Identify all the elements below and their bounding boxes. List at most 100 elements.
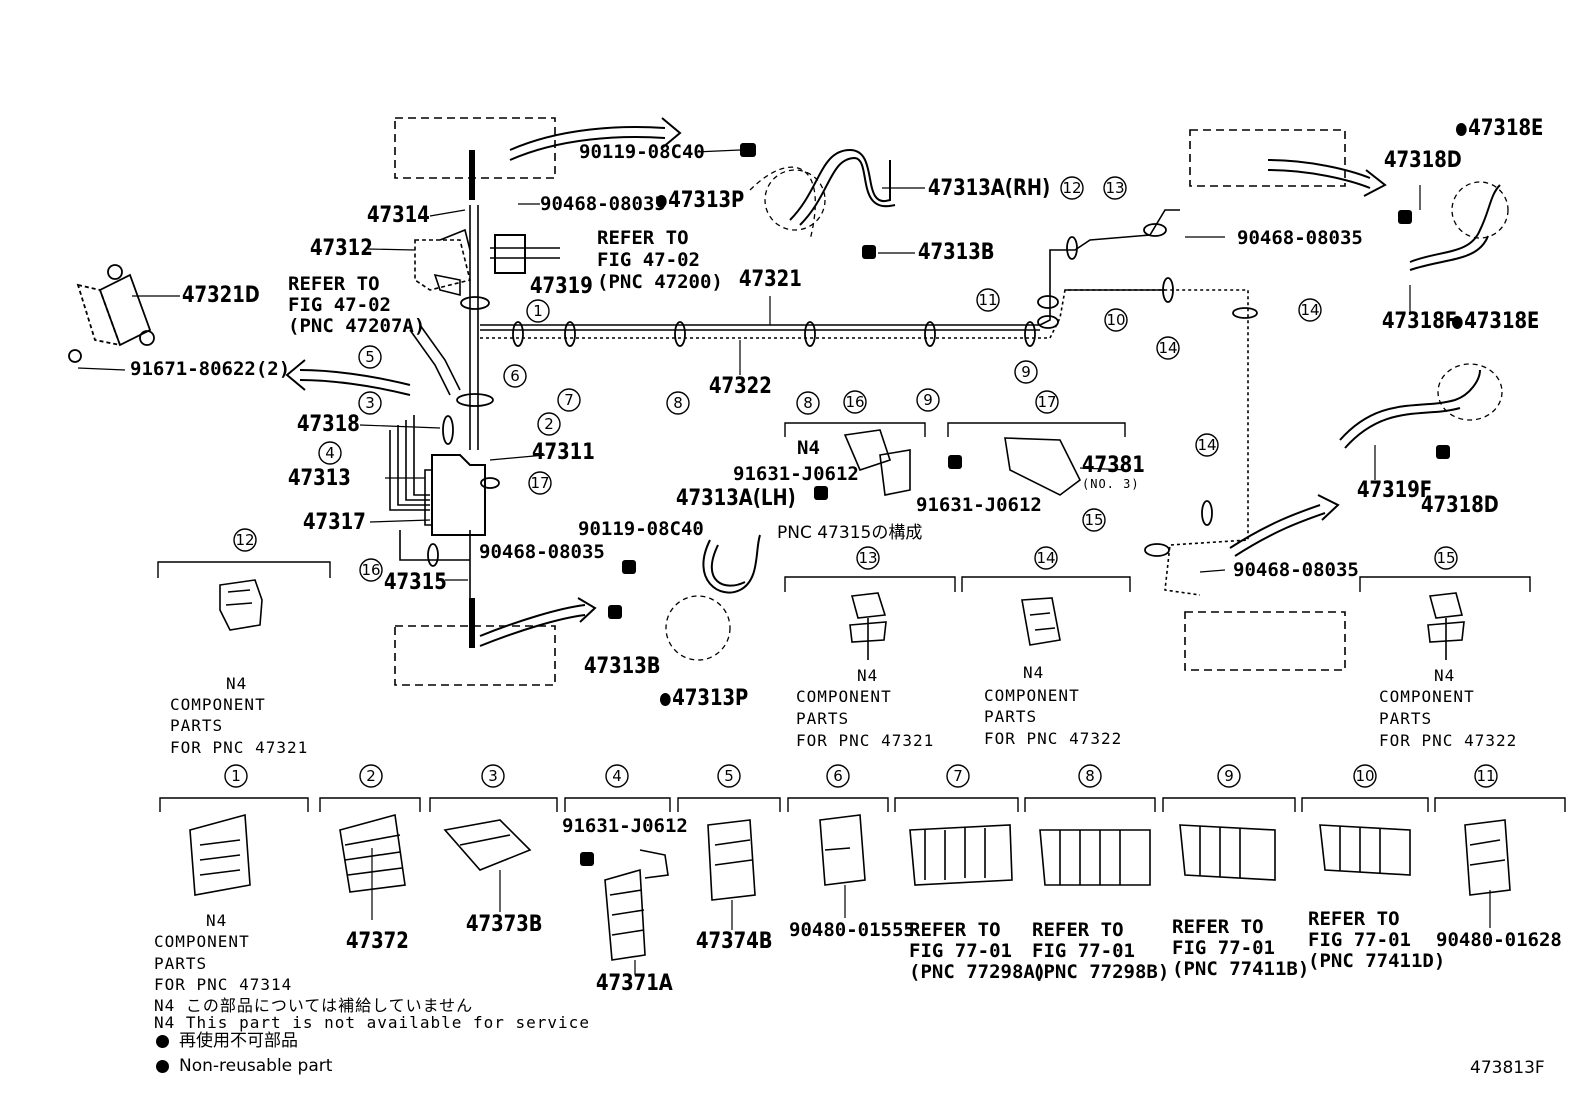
label-91671: 91671-80622(2) <box>130 358 291 380</box>
bottom-91631: 91631-J0612 <box>562 815 688 837</box>
callout-1-head: 1 <box>231 767 241 785</box>
wheel-box-top-left <box>394 117 682 200</box>
bottom-90480-01628: 90480-01628 <box>1436 929 1562 951</box>
legend-nonreuse-jp-text: 再使用不可部品 <box>179 1031 298 1051</box>
comp-15-line2: PARTS <box>1379 709 1433 728</box>
callout-12-head: 12 <box>235 531 254 549</box>
bottom-90480-01555: 90480-01555 <box>789 919 915 941</box>
comp-15-line1: COMPONENT <box>1379 687 1475 706</box>
label-47314: 47314 <box>367 203 430 228</box>
n4-14: N4 <box>1023 663 1045 682</box>
legend-n4-en: N4 This part is not available for servic… <box>154 1013 590 1032</box>
callout-4-head: 4 <box>612 767 622 785</box>
callout-7: 7 <box>564 391 574 409</box>
label-47318E-a: 47318E <box>1456 118 1543 140</box>
label-47313P-top-text: 47313P <box>668 188 745 213</box>
callout-8-head: 8 <box>1085 767 1095 785</box>
callout-8b: 8 <box>803 394 813 412</box>
refer-8-line3: (PNC 77298B) <box>1032 961 1170 983</box>
callout-17-head: 17 <box>1037 393 1056 411</box>
refer-9-line2: FIG 77-01 <box>1172 937 1275 959</box>
legend-n4-jp: N4 この部品については補給していません <box>154 996 474 1015</box>
refer-top-line1: REFER TO <box>597 227 689 249</box>
label-47315: 47315 <box>384 570 447 595</box>
bolts <box>580 143 1450 866</box>
clamp-marks <box>427 223 1258 567</box>
refer-8-line1: REFER TO <box>1032 919 1124 941</box>
bottom-47371A: 47371A <box>596 971 673 996</box>
hose-rh <box>749 148 896 241</box>
refer-top-line3: (PNC 47200) <box>597 271 723 293</box>
comp-12-line3: FOR PNC 47321 <box>170 738 309 757</box>
callout-14: 14 <box>1158 339 1177 357</box>
label-47318E-b: 47318E <box>1452 311 1539 333</box>
callout-9-head: 9 <box>1224 767 1234 785</box>
label-47313P-top: 47313P <box>656 190 744 212</box>
wheel-box-top-right <box>1189 129 1387 197</box>
callout-13-head: 13 <box>858 549 877 567</box>
label-47312: 47312 <box>310 236 373 261</box>
label-47381: 47381 <box>1082 453 1145 478</box>
label-47313B-mid: 47313B <box>584 654 661 679</box>
leader-lines <box>77 149 1491 975</box>
comp-14-line2: PARTS <box>984 707 1038 726</box>
callout-13: 13 <box>1105 179 1124 197</box>
refer-left-line3: (PNC 47207A) <box>288 315 426 337</box>
callout-15: 15 <box>1084 511 1103 529</box>
label-47313: 47313 <box>288 466 351 491</box>
label-91631-16: 91631-J0612 <box>733 463 859 485</box>
callout-3: 3 <box>365 394 375 412</box>
refer-10-line2: FIG 77-01 <box>1308 929 1411 951</box>
callout-12: 12 <box>1062 179 1081 197</box>
label-47318F: 47318F <box>1382 309 1458 334</box>
callout-circles <box>224 176 1498 788</box>
refer-10-line3: (PNC 77411D) <box>1308 950 1446 972</box>
callout-11: 11 <box>978 291 997 309</box>
brake-lines <box>389 205 1249 600</box>
label-47319: 47319 <box>530 274 593 299</box>
label-47322: 47322 <box>709 374 772 399</box>
non-reusable-dot-icon <box>1456 122 1467 136</box>
refer-8-line2: FIG 77-01 <box>1032 940 1135 962</box>
comp-13-line2: PARTS <box>796 709 850 728</box>
callout-15-head: 15 <box>1436 549 1455 567</box>
callout-6: 6 <box>510 367 520 385</box>
callout-14-head: 14 <box>1036 549 1055 567</box>
non-reusable-dot-icon <box>656 194 667 208</box>
bottom-47374B: 47374B <box>696 929 773 954</box>
callout-17: 17 <box>530 474 549 492</box>
refer-left-line2: FIG 47-02 <box>288 294 391 316</box>
label-90119-top: 90119-08C40 <box>579 141 705 163</box>
label-47321D: 47321D <box>182 283 260 308</box>
label-47318E-a-text: 47318E <box>1468 116 1544 141</box>
label-90468-right-bottom: 90468-08035 <box>1233 559 1359 581</box>
callout-1: 1 <box>533 302 543 320</box>
left-arrow <box>285 359 411 396</box>
wheel-box-bottom-left <box>394 597 597 686</box>
comp-15-line3: FOR PNC 47322 <box>1379 731 1518 750</box>
label-47317: 47317 <box>303 510 366 535</box>
callout-2-head: 2 <box>366 767 376 785</box>
refer-top-line2: FIG 47-02 <box>597 249 700 271</box>
bottom-47372: 47372 <box>346 929 409 954</box>
refer-9-line3: (PNC 77411B) <box>1172 958 1310 980</box>
component-brackets <box>157 422 1566 812</box>
sensor-47321D <box>68 264 155 363</box>
comp-14-line3: FOR PNC 47322 <box>984 729 1123 748</box>
callout-10-head: 10 <box>1355 767 1374 785</box>
label-90468-right-top: 90468-08035 <box>1237 227 1363 249</box>
comp-12-line2: PARTS <box>170 716 224 735</box>
callout-3-head: 3 <box>488 767 498 785</box>
label-90119-mid: 90119-08C40 <box>578 518 704 540</box>
label-47313A-RH: 47313A(RH) <box>928 176 1051 201</box>
refer-10-line1: REFER TO <box>1308 908 1400 930</box>
refer-left-line1: REFER TO <box>288 273 380 295</box>
label-47318D-b: 47318D <box>1421 493 1499 518</box>
callout-16-head: 16 <box>845 393 864 411</box>
label-pnc-47315: PNC 47315の構成 <box>777 523 923 543</box>
callout-9: 9 <box>923 391 933 409</box>
callout-14b: 14 <box>1300 301 1319 319</box>
label-47318D-a: 47318D <box>1384 148 1462 173</box>
